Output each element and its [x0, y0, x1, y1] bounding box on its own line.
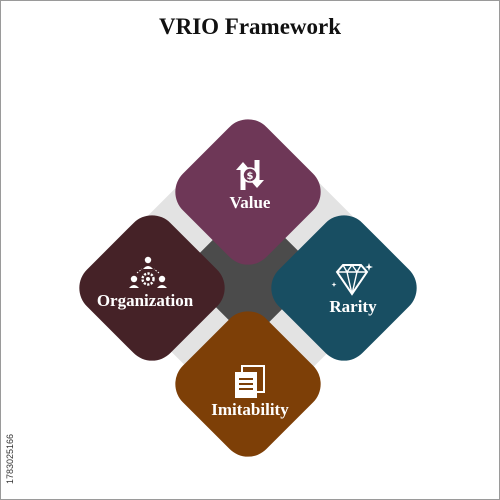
copy-documents-icon [235, 365, 265, 398]
exchange-dollar-icon: $ [236, 160, 264, 190]
diagram-title: VRIO Framework [158, 14, 342, 39]
team-network-icon [129, 256, 167, 288]
rarity-label: Rarity [329, 297, 377, 316]
stock-image-id: 1783025166 [5, 433, 15, 484]
svg-text:$: $ [247, 171, 254, 182]
organization-label: Organization [96, 291, 194, 310]
imitability-label: Imitability [211, 400, 289, 419]
value-label: Value [229, 193, 271, 212]
diamond-icon [331, 263, 373, 296]
